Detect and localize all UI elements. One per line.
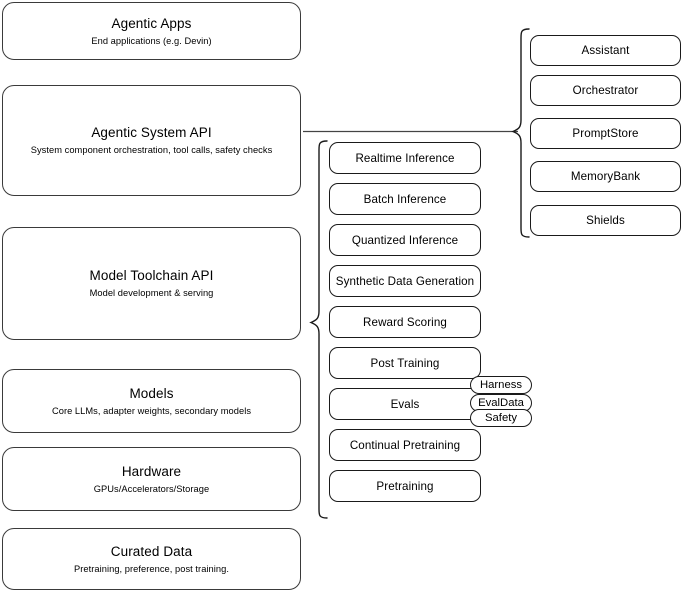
stack-layer-curated-data[interactable]: Curated Data Pretraining, preference, po… — [2, 528, 301, 590]
system-component-orchestrator[interactable]: Orchestrator — [530, 75, 681, 106]
layer-subtitle: Pretraining, preference, post training. — [74, 563, 229, 574]
capability-post-training[interactable]: Post Training — [329, 347, 481, 379]
layer-subtitle: Model development & serving — [89, 288, 214, 298]
layer-title: Hardware — [121, 463, 182, 479]
system-component-promptstore[interactable]: PromptStore — [530, 118, 681, 149]
layer-title: Models — [129, 385, 174, 401]
capability-reward-scoring[interactable]: Reward Scoring — [329, 306, 481, 338]
stack-layer-hardware[interactable]: Hardware GPUs/Accelerators/Storage — [2, 447, 301, 511]
layer-title: Agentic Apps — [111, 15, 192, 31]
system-component-memorybank[interactable]: MemoryBank — [530, 161, 681, 192]
capability-realtime-inference[interactable]: Realtime Inference — [329, 142, 481, 174]
layer-title: Agentic System API — [91, 125, 212, 140]
layer-subtitle: Core LLMs, adapter weights, secondary mo… — [51, 405, 252, 416]
layer-title: Model Toolchain API — [89, 268, 214, 283]
capability-quantized-inference[interactable]: Quantized Inference — [329, 224, 481, 256]
brace-system-components — [511, 28, 530, 238]
eval-badge-harness[interactable]: Harness — [470, 376, 532, 394]
capability-synthetic-data-generation[interactable]: Synthetic Data Generation — [329, 265, 481, 297]
eval-badge-safety[interactable]: Safety — [470, 409, 532, 427]
capability-pretraining[interactable]: Pretraining — [329, 470, 481, 502]
layer-subtitle: End applications (e.g. Devin) — [91, 35, 212, 46]
stack-layer-models[interactable]: Models Core LLMs, adapter weights, secon… — [2, 369, 301, 433]
system-component-assistant[interactable]: Assistant — [530, 35, 681, 66]
stack-layer-agentic-system-api[interactable]: Agentic System API System component orch… — [2, 85, 301, 196]
layer-subtitle: GPUs/Accelerators/Storage — [93, 483, 210, 494]
capability-batch-inference[interactable]: Batch Inference — [329, 183, 481, 215]
brace-toolchain-capabilities — [309, 140, 328, 519]
system-component-shields[interactable]: Shields — [530, 205, 681, 236]
layer-subtitle: System component orchestration, tool cal… — [30, 145, 273, 155]
stack-layer-agentic-apps[interactable]: Agentic Apps End applications (e.g. Devi… — [2, 2, 301, 60]
capability-evals[interactable]: Evals — [329, 388, 481, 420]
capability-continual-pretraining[interactable]: Continual Pretraining — [329, 429, 481, 461]
stack-layer-model-toolchain-api[interactable]: Model Toolchain API Model development & … — [2, 227, 301, 340]
layer-title: Curated Data — [110, 543, 193, 559]
